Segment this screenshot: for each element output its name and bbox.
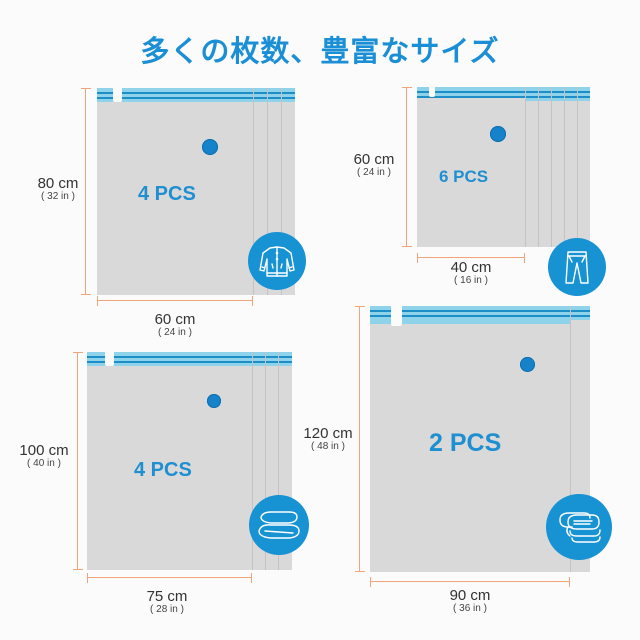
zipper-slider [113,88,122,102]
air-valve [207,394,221,408]
height-dimension-line [355,306,365,572]
bag-front: 4 PCS [87,352,252,570]
height-dimension-line [402,87,412,247]
height-label: 100 cm ( 40 in ) [19,442,69,469]
bag-front: 2 PCS [370,306,570,572]
air-valve [490,126,506,142]
zipper-strip [97,88,253,102]
piece-count: 2 PCS [429,429,502,457]
piece-count: 4 PCS [134,459,192,481]
blankets-badge [546,494,612,560]
zipper-strip [417,87,525,98]
bag-100x75: 4 PCS [87,352,292,570]
width-dimension-line [417,253,525,263]
jacket-badge [248,232,306,290]
zipper-strip [87,352,252,366]
bag-stack-sheet [577,87,590,247]
piece-count: 4 PCS [138,183,196,205]
pillows-icon [258,511,300,539]
width-dimension-line [370,577,570,587]
width-label: 90 cm ( 36 in ) [449,587,491,614]
page-title: 多くの枚数、豊富なサイズ [140,34,500,68]
bag-front: 4 PCS [97,88,253,295]
piece-count: 6 PCS [439,167,489,186]
width-label: 40 cm ( 16 in ) [450,259,492,286]
width-dimension-line [97,296,253,306]
pants-badge [548,238,606,296]
height-dimension-line [73,352,83,570]
air-valve [520,357,535,372]
bag-60x40: 6 PCS [417,87,590,247]
zipper-slider [391,306,402,326]
pants-icon [565,251,589,284]
pillows-badge [249,495,309,555]
zipper-slider [429,87,435,97]
width-label: 75 cm ( 28 in ) [146,588,188,615]
jacket-icon [259,246,295,277]
width-dimension-line [87,573,252,583]
zipper-slider [105,352,114,366]
bag-stack-sheet [551,87,564,247]
blankets-icon [559,512,601,543]
height-label: 120 cm ( 48 in ) [303,425,353,452]
height-label: 60 cm ( 24 in ) [353,151,395,178]
bag-stack-sheet [538,87,551,247]
width-label: 60 cm ( 24 in ) [154,311,196,338]
air-valve [202,139,218,155]
zipper-strip [370,306,570,324]
height-label: 80 cm ( 32 in ) [37,175,79,202]
bag-front: 6 PCS [417,87,525,247]
height-dimension-line [81,88,91,295]
bag-stack-sheet [525,87,538,247]
bag-stack-sheet [564,87,577,247]
